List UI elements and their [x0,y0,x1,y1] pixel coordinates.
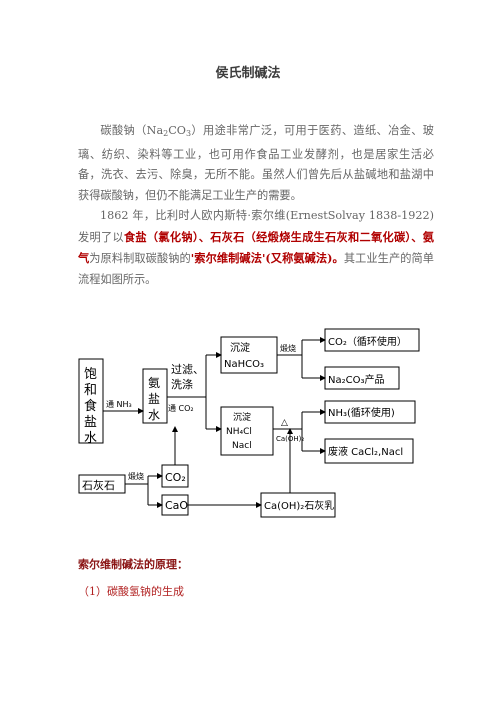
precip2-line2: NH₄Cl [226,427,252,437]
brine-char-5: 水 [84,431,97,446]
intro-paragraph: 碳酸钠（Na2CO3）用途非常广泛，可用于医药、造纸、冶金、玻璃、纺织、染料等工… [78,121,434,206]
calcine1-label: 煅烧 [280,343,296,353]
filter-label-1: 过滤、 [171,363,204,376]
para1-sub-2: 2 [163,129,169,138]
para1-sub-3: 3 [185,129,192,138]
saturated-brine-box [78,358,104,444]
precip1-line2: NaHCO₃ [224,359,264,370]
brine-char-3: 食 [84,398,97,414]
filter-label-2: 洗涤 [171,377,193,391]
step1-subheading: （1）碳酸氢钠的生成 [78,585,184,598]
process-flow-diagram: 饱 和 食 盐 水 通 NH₃ 氨 盐 水 过滤、 洗涤 通 CO₂ 沉淀 Na… [78,328,420,518]
limewater-label: Ca(OH)₂石灰乳 [264,499,334,512]
nh3-in-label: 通 NH₃ [106,399,132,409]
caoh2-label: Ca(OH)₂ [276,435,304,443]
precip2-line1: 沉淀 [233,411,251,423]
solvay-process-highlight: '索尔维制碱法'(又称氨碱法)。 [190,251,344,265]
raw-materials-highlight: 食盐（氯化钠）、石灰石（经煅烧生成生石灰和二氧化碳）、氨气 [78,229,434,266]
limestone-label: 石灰石 [82,478,115,492]
waste-liquid-label: 废液 CaCl₂,Nacl [328,445,403,458]
para2-text-c: 其工业生产的简单流程如图所示。 [78,252,434,286]
brine-char-1: 饱 [84,367,97,382]
para2-text-a: 1862 年，比利时人欧内斯特·索尔维(ErnestSolvay 1838-19… [78,209,434,244]
history-paragraph: 1862 年，比利时人欧内斯特·索尔维(ErnestSolvay 1838-19… [78,206,434,290]
precip1-line1: 沉淀 [230,341,250,354]
brine-char-4: 盐 [84,415,97,430]
co2-recycle-label: CO₂（循环使用） [328,335,407,348]
nh3-recycle-label: NH₃(循环使用) [328,406,395,419]
ammonia-char-1: 氨 [148,376,160,390]
para1-text-a: 碳酸钠（Na [100,124,164,137]
cao-box-label: CaO [165,499,188,512]
para1-text-c: ）用途非常广泛，可用于医药、造纸、冶金、玻璃、纺织、染料等工业，也可用作食品工业… [78,124,434,202]
precip2-line3: Nacl [232,441,252,451]
para2-text-b: 为原料制取碳酸钠的 [89,252,191,265]
ammonia-char-2: 盐 [148,392,160,406]
page-title: 侯氏制碱法 [215,66,281,81]
ammonia-char-3: 水 [148,408,160,422]
delta-label: △ [281,418,288,428]
calcine2-label: 煅烧 [128,471,144,481]
co2-box-label: CO₂ [165,471,186,484]
co2-in-label: 通 CO₂ [168,403,194,413]
principle-heading: 索尔维制碱法的原理： [78,558,188,571]
na2co3-label: Na₂CO₃产品 [328,373,384,386]
para1-text-b: CO [168,124,186,137]
ammonia-brine-box [142,368,168,424]
brine-char-2: 和 [84,383,97,398]
